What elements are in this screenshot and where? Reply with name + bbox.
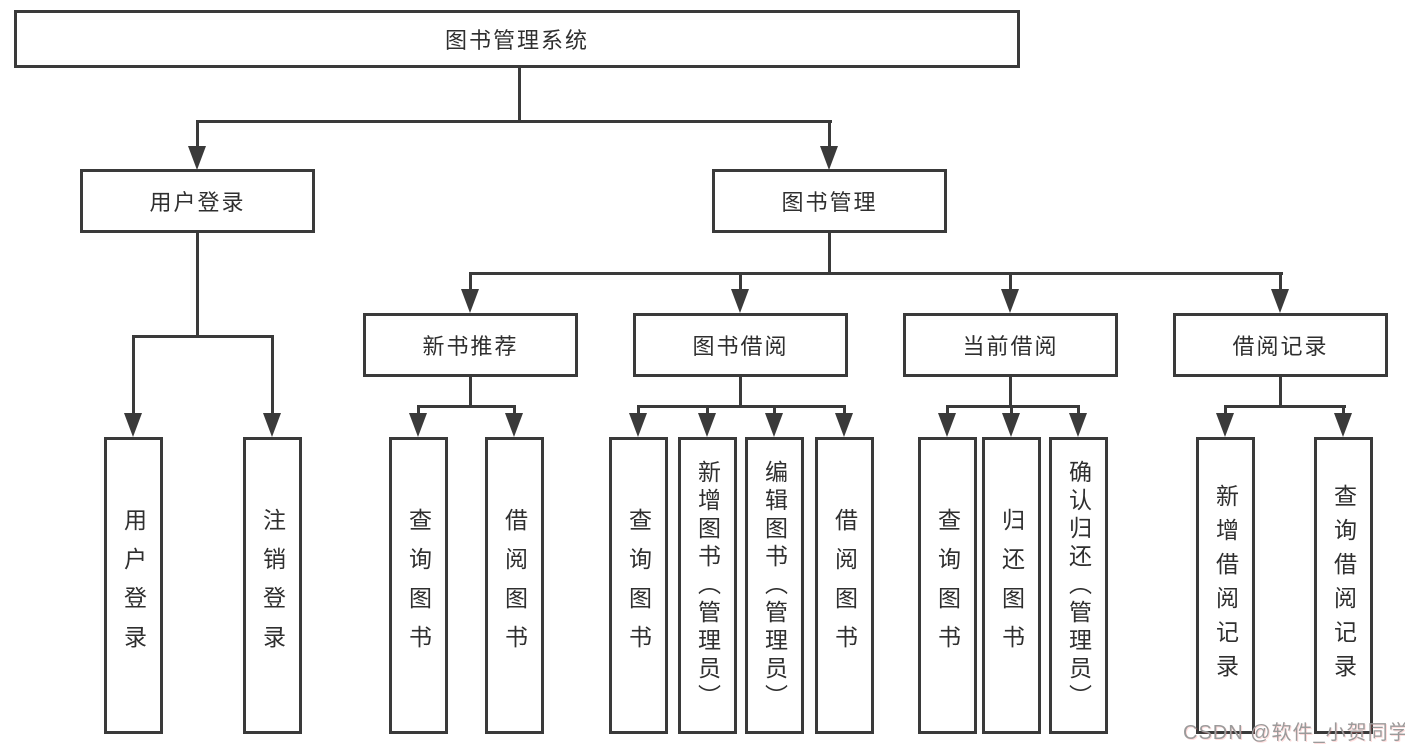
arrow-down-icon xyxy=(731,289,749,313)
arrow-down-icon xyxy=(820,146,838,170)
connector-drop-cb-query xyxy=(946,405,949,415)
connector-drop-book-borrow xyxy=(739,272,742,292)
connector-drop-bb-edit xyxy=(773,405,776,415)
arrow-down-icon xyxy=(698,413,716,437)
leaf-recommend-query-books: 查询图书 xyxy=(389,437,448,734)
connector-drop-leaf-user-login xyxy=(132,335,135,415)
arrow-down-icon xyxy=(938,413,956,437)
connector-records-bus xyxy=(1224,405,1346,408)
arrow-down-icon xyxy=(124,413,142,437)
connector-drop-recommend-query xyxy=(417,405,420,415)
connector-drop-current-borrow xyxy=(1009,272,1012,292)
leaf-records-add-record: 新增借阅记录 xyxy=(1196,437,1255,734)
leaf-current-query-books: 查询图书 xyxy=(918,437,977,734)
connector-book-management-stem xyxy=(828,233,831,272)
node-new-book-recommend: 新书推荐 xyxy=(363,313,578,377)
arrow-down-icon xyxy=(505,413,523,437)
leaf-recommend-borrow-books: 借阅图书 xyxy=(485,437,544,734)
connector-drop-bb-add xyxy=(706,405,709,415)
arrow-down-icon xyxy=(263,413,281,437)
connector-book-management-bus xyxy=(469,272,1283,275)
arrow-down-icon xyxy=(461,289,479,313)
leaf-borrow-add-books-admin: 新增图书（管理员） xyxy=(678,437,737,734)
leaf-user-login: 用户登录 xyxy=(104,437,163,734)
arrow-down-icon xyxy=(1216,413,1234,437)
arrow-down-icon xyxy=(629,413,647,437)
arrow-down-icon xyxy=(1002,413,1020,437)
connector-drop-new-book-recommend xyxy=(469,272,472,292)
leaf-borrow-borrow-books: 借阅图书 xyxy=(815,437,874,734)
connector-drop-borrow-records xyxy=(1279,272,1282,292)
arrow-down-icon xyxy=(188,146,206,170)
connector-drop-cb-return xyxy=(1010,405,1013,415)
node-borrow-records: 借阅记录 xyxy=(1173,313,1388,377)
connector-current-borrow-bus xyxy=(946,405,1080,408)
connector-recommend-bus xyxy=(417,405,516,408)
node-user-login: 用户登录 xyxy=(80,169,315,233)
arrow-down-icon xyxy=(1271,289,1289,313)
leaf-current-confirm-return-admin: 确认归还（管理员） xyxy=(1049,437,1108,734)
connector-book-borrow-bus xyxy=(637,405,846,408)
connector-drop-book-management xyxy=(828,120,831,150)
connector-current-borrow-stem xyxy=(1009,377,1012,405)
connector-recommend-stem xyxy=(469,377,472,405)
connector-book-borrow-stem xyxy=(739,377,742,405)
arrow-down-icon xyxy=(1001,289,1019,313)
connector-user-login-stem xyxy=(196,233,199,335)
node-current-borrow: 当前借阅 xyxy=(903,313,1118,377)
csdn-watermark: CSDN @软件_小贺同学 xyxy=(1183,722,1405,744)
arrow-down-icon xyxy=(409,413,427,437)
connector-drop-records-add xyxy=(1224,405,1227,415)
connector-drop-cb-confirm xyxy=(1077,405,1080,415)
connector-root-bus xyxy=(196,120,832,123)
connector-drop-user-login xyxy=(196,120,199,150)
connector-drop-records-query xyxy=(1342,405,1345,415)
arrow-down-icon xyxy=(765,413,783,437)
connector-records-stem xyxy=(1279,377,1282,405)
node-book-borrow: 图书借阅 xyxy=(633,313,848,377)
arrow-down-icon xyxy=(1334,413,1352,437)
arrow-down-icon xyxy=(1069,413,1087,437)
connector-user-login-bus xyxy=(132,335,274,338)
connector-root-stem xyxy=(518,68,521,120)
leaf-borrow-edit-books-admin: 编辑图书（管理员） xyxy=(745,437,804,734)
connector-drop-recommend-borrow xyxy=(513,405,516,415)
leaf-borrow-query-books: 查询图书 xyxy=(609,437,668,734)
node-book-management: 图书管理 xyxy=(712,169,947,233)
node-root: 图书管理系统 xyxy=(14,10,1020,68)
leaf-records-query-record: 查询借阅记录 xyxy=(1314,437,1373,734)
leaf-logout: 注销登录 xyxy=(243,437,302,734)
connector-drop-leaf-logout xyxy=(271,335,274,415)
connector-drop-bb-query xyxy=(637,405,640,415)
arrow-down-icon xyxy=(835,413,853,437)
leaf-current-return-books: 归还图书 xyxy=(982,437,1041,734)
connector-drop-bb-borrow xyxy=(843,405,846,415)
